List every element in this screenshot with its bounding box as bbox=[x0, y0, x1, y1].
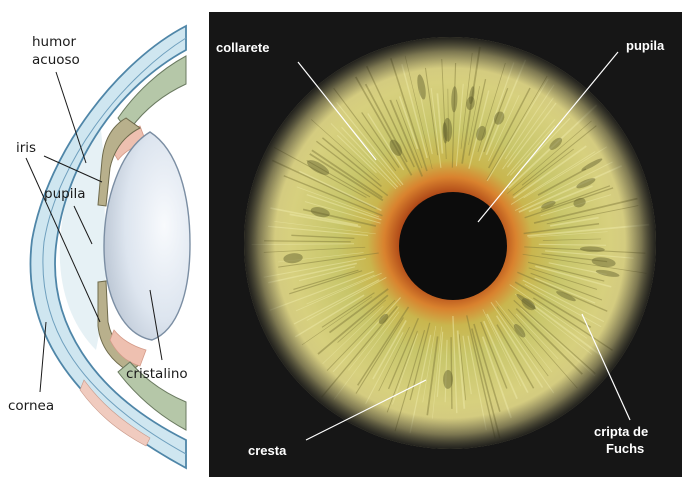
label-cripta-line2: Fuchs bbox=[606, 441, 644, 456]
label-cornea: cornea bbox=[8, 398, 54, 414]
leader-cornea bbox=[40, 322, 46, 392]
label-pupila-photo: pupila bbox=[626, 38, 665, 53]
label-cripta-line1: cripta de bbox=[594, 424, 648, 439]
label-acuoso: acuoso bbox=[32, 52, 80, 68]
lens-shape bbox=[104, 132, 190, 340]
iris-photo-panel: collarete pupila cresta cripta de Fuchs bbox=[209, 12, 682, 477]
eye-cross-section-diagram: humor acuoso iris pupila cristalino corn… bbox=[8, 26, 190, 468]
label-pupila-left: pupila bbox=[44, 186, 85, 202]
label-collarete: collarete bbox=[216, 40, 269, 55]
label-humor: humor bbox=[32, 34, 77, 50]
label-iris: iris bbox=[16, 140, 36, 156]
label-cristalino: cristalino bbox=[126, 366, 188, 382]
label-cresta: cresta bbox=[248, 443, 287, 458]
pupil bbox=[399, 192, 507, 300]
